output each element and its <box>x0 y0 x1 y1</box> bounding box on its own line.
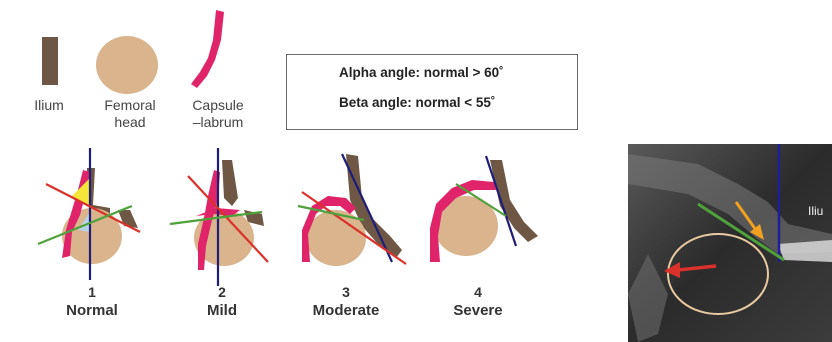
angle-legend-box: Alpha angle: normal > 60˚ Beta angle: no… <box>286 54 578 130</box>
capsule-labrum-legend-label: Capsule –labrum <box>180 97 256 131</box>
stage-1-diagram <box>38 148 140 280</box>
ilium-label: Ilium <box>34 97 64 113</box>
femoral-head-label-line2: head <box>92 114 168 131</box>
beta-angle-label: Beta angle: normal < 55˚ <box>339 95 495 110</box>
femoral-head-legend-shape <box>96 36 158 94</box>
stage-1-number: 1 <box>80 284 104 300</box>
stage-1-name: Normal <box>52 302 132 319</box>
stage-3-number: 3 <box>334 284 358 300</box>
femoral-head-legend-label: Femoral head <box>92 97 168 131</box>
stage-2-diagram <box>170 148 268 286</box>
ultrasound-graphics <box>628 144 832 342</box>
stage-4-name: Severe <box>438 302 518 319</box>
stage-3-diagram <box>298 154 406 266</box>
ilium-legend-shape <box>42 37 58 85</box>
ultrasound-image: Iliu <box>628 144 832 342</box>
capsule-labrum-legend-shape <box>191 10 224 88</box>
ilium-legend-label: Ilium <box>22 97 76 114</box>
capsule-label-line1: Capsule <box>180 97 256 114</box>
stage-2-number: 2 <box>210 284 234 300</box>
femoral-head-label-line1: Femoral <box>92 97 168 114</box>
alpha-angle-label: Alpha angle: normal > 60˚ <box>339 65 504 80</box>
capsule-label-line2: –labrum <box>180 114 256 131</box>
ultrasound-ilium-label: Iliu <box>808 204 823 218</box>
stage-2-name: Mild <box>182 302 262 319</box>
stage-4-diagram <box>430 156 538 262</box>
stage-4-number: 4 <box>466 284 490 300</box>
stage-3-name: Moderate <box>298 302 394 319</box>
